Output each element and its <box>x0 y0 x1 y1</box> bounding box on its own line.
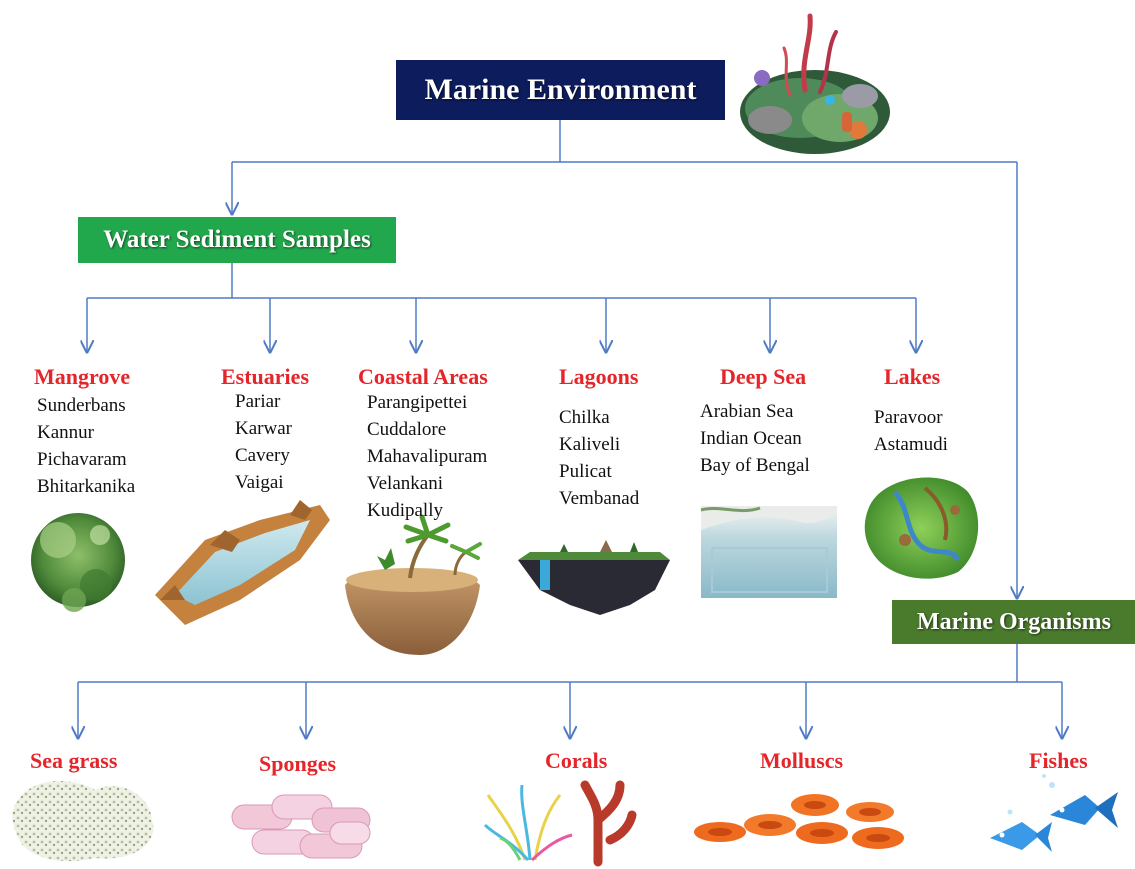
corals-illustration <box>483 780 637 867</box>
category-title: Lagoons <box>559 364 639 389</box>
organism-title-sea-grass: Sea grass <box>30 748 118 773</box>
category-item: Kudipally <box>367 500 443 521</box>
mangrove-bush-illustration <box>31 513 125 612</box>
reef-island-illustration <box>740 13 890 154</box>
category-mangrove: Mangrove Sunderbans Kannur Pichavaram Bh… <box>34 364 135 500</box>
category-item: Cavery <box>235 445 290 466</box>
category-item: Astamudi <box>874 434 948 455</box>
coastal-rock-illustration <box>345 514 482 655</box>
category-estuaries: Estuaries Pariar Karwar Cavery Vaigai <box>221 364 309 496</box>
category-item: Bay of Bengal <box>700 455 810 476</box>
organism-title-sponges: Sponges <box>259 751 337 776</box>
water-sediment-samples-box: Water Sediment Samples <box>78 217 396 263</box>
molluscs-illustration <box>694 794 904 849</box>
connector-lines <box>78 120 1062 738</box>
category-title: Lakes <box>884 364 941 389</box>
category-item: Pulicat <box>559 461 612 482</box>
category-deep-sea: Deep Sea Arabian Sea Indian Ocean Bay of… <box>700 364 810 479</box>
category-item: Sunderbans <box>37 395 126 416</box>
category-coastal-areas: Coastal Areas Parangipettei Cuddalore Ma… <box>358 364 488 524</box>
category-item: Indian Ocean <box>700 428 802 449</box>
marine-organisms-label: Marine Organisms <box>917 608 1111 635</box>
organism-title-corals: Corals <box>545 748 608 773</box>
category-item: Pariar <box>235 391 281 412</box>
category-lakes: Lakes Paravoor Astamudi <box>874 364 948 458</box>
category-item: Paravoor <box>874 407 943 428</box>
category-item: Pichavaram <box>37 449 127 470</box>
estuary-island-illustration <box>155 500 330 625</box>
category-title: Deep Sea <box>720 364 807 389</box>
category-item: Bhitarkanika <box>37 476 136 497</box>
marine-environment-label: Marine Environment <box>424 73 697 106</box>
water-sediment-samples-label: Water Sediment Samples <box>103 226 371 253</box>
organism-title-molluscs: Molluscs <box>760 748 844 773</box>
lake-island-illustration <box>864 477 979 579</box>
fishes-illustration <box>990 774 1118 852</box>
category-item: Kannur <box>37 422 94 443</box>
category-title: Mangrove <box>34 364 131 389</box>
category-item: Mahavalipuram <box>367 446 488 467</box>
category-title: Estuaries <box>221 364 309 389</box>
category-item: Chilka <box>559 407 610 428</box>
deep-sea-illustration <box>700 506 837 598</box>
category-title: Coastal Areas <box>358 364 488 389</box>
category-item: Karwar <box>235 418 292 439</box>
category-item: Vaigai <box>235 472 284 493</box>
organism-title-fishes: Fishes <box>1029 748 1088 773</box>
category-item: Kaliveli <box>559 434 621 455</box>
category-item: Vembanad <box>559 488 640 509</box>
sea-grass-illustration <box>12 780 154 861</box>
category-item: Arabian Sea <box>700 401 794 422</box>
marine-organisms-box: Marine Organisms <box>892 600 1135 644</box>
category-item: Parangipettei <box>367 392 468 413</box>
sponges-illustration <box>231 794 371 859</box>
category-item: Cuddalore <box>367 419 447 440</box>
lagoon-island-illustration <box>518 540 670 615</box>
marine-environment-box: Marine Environment <box>396 60 725 120</box>
category-lagoons: Lagoons Chilka Kaliveli Pulicat Vembanad <box>559 364 639 512</box>
category-item: Velankani <box>367 473 443 494</box>
